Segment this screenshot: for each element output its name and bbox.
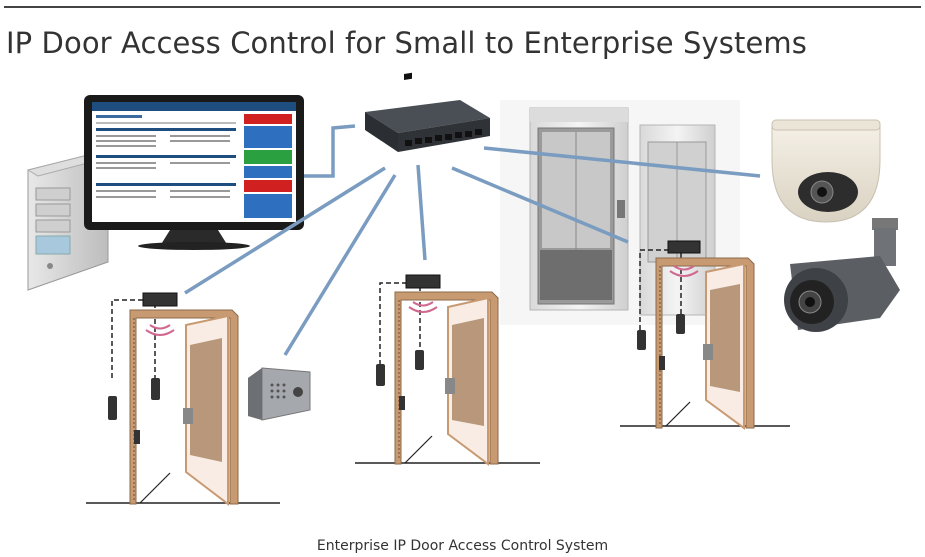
monitor	[84, 95, 304, 250]
page-title: IP Door Access Control for Small to Ente…	[6, 26, 807, 60]
link-door-2	[416, 164, 427, 261]
network-switch	[365, 72, 490, 152]
link-door-1	[184, 166, 386, 295]
intercom	[248, 367, 311, 421]
link-door-3	[451, 166, 629, 244]
link-monitor	[304, 124, 356, 178]
elevator	[500, 100, 740, 325]
network-links	[184, 124, 761, 356]
bullet-camera	[784, 218, 900, 332]
link-cameras	[483, 146, 761, 178]
door-3	[620, 240, 790, 430]
door-1	[86, 292, 280, 507]
top-rule	[4, 6, 921, 8]
link-intercom	[283, 174, 397, 356]
door-2	[355, 274, 540, 466]
figure-caption: Enterprise IP Door Access Control System	[316, 538, 609, 554]
dome-camera	[771, 119, 881, 223]
